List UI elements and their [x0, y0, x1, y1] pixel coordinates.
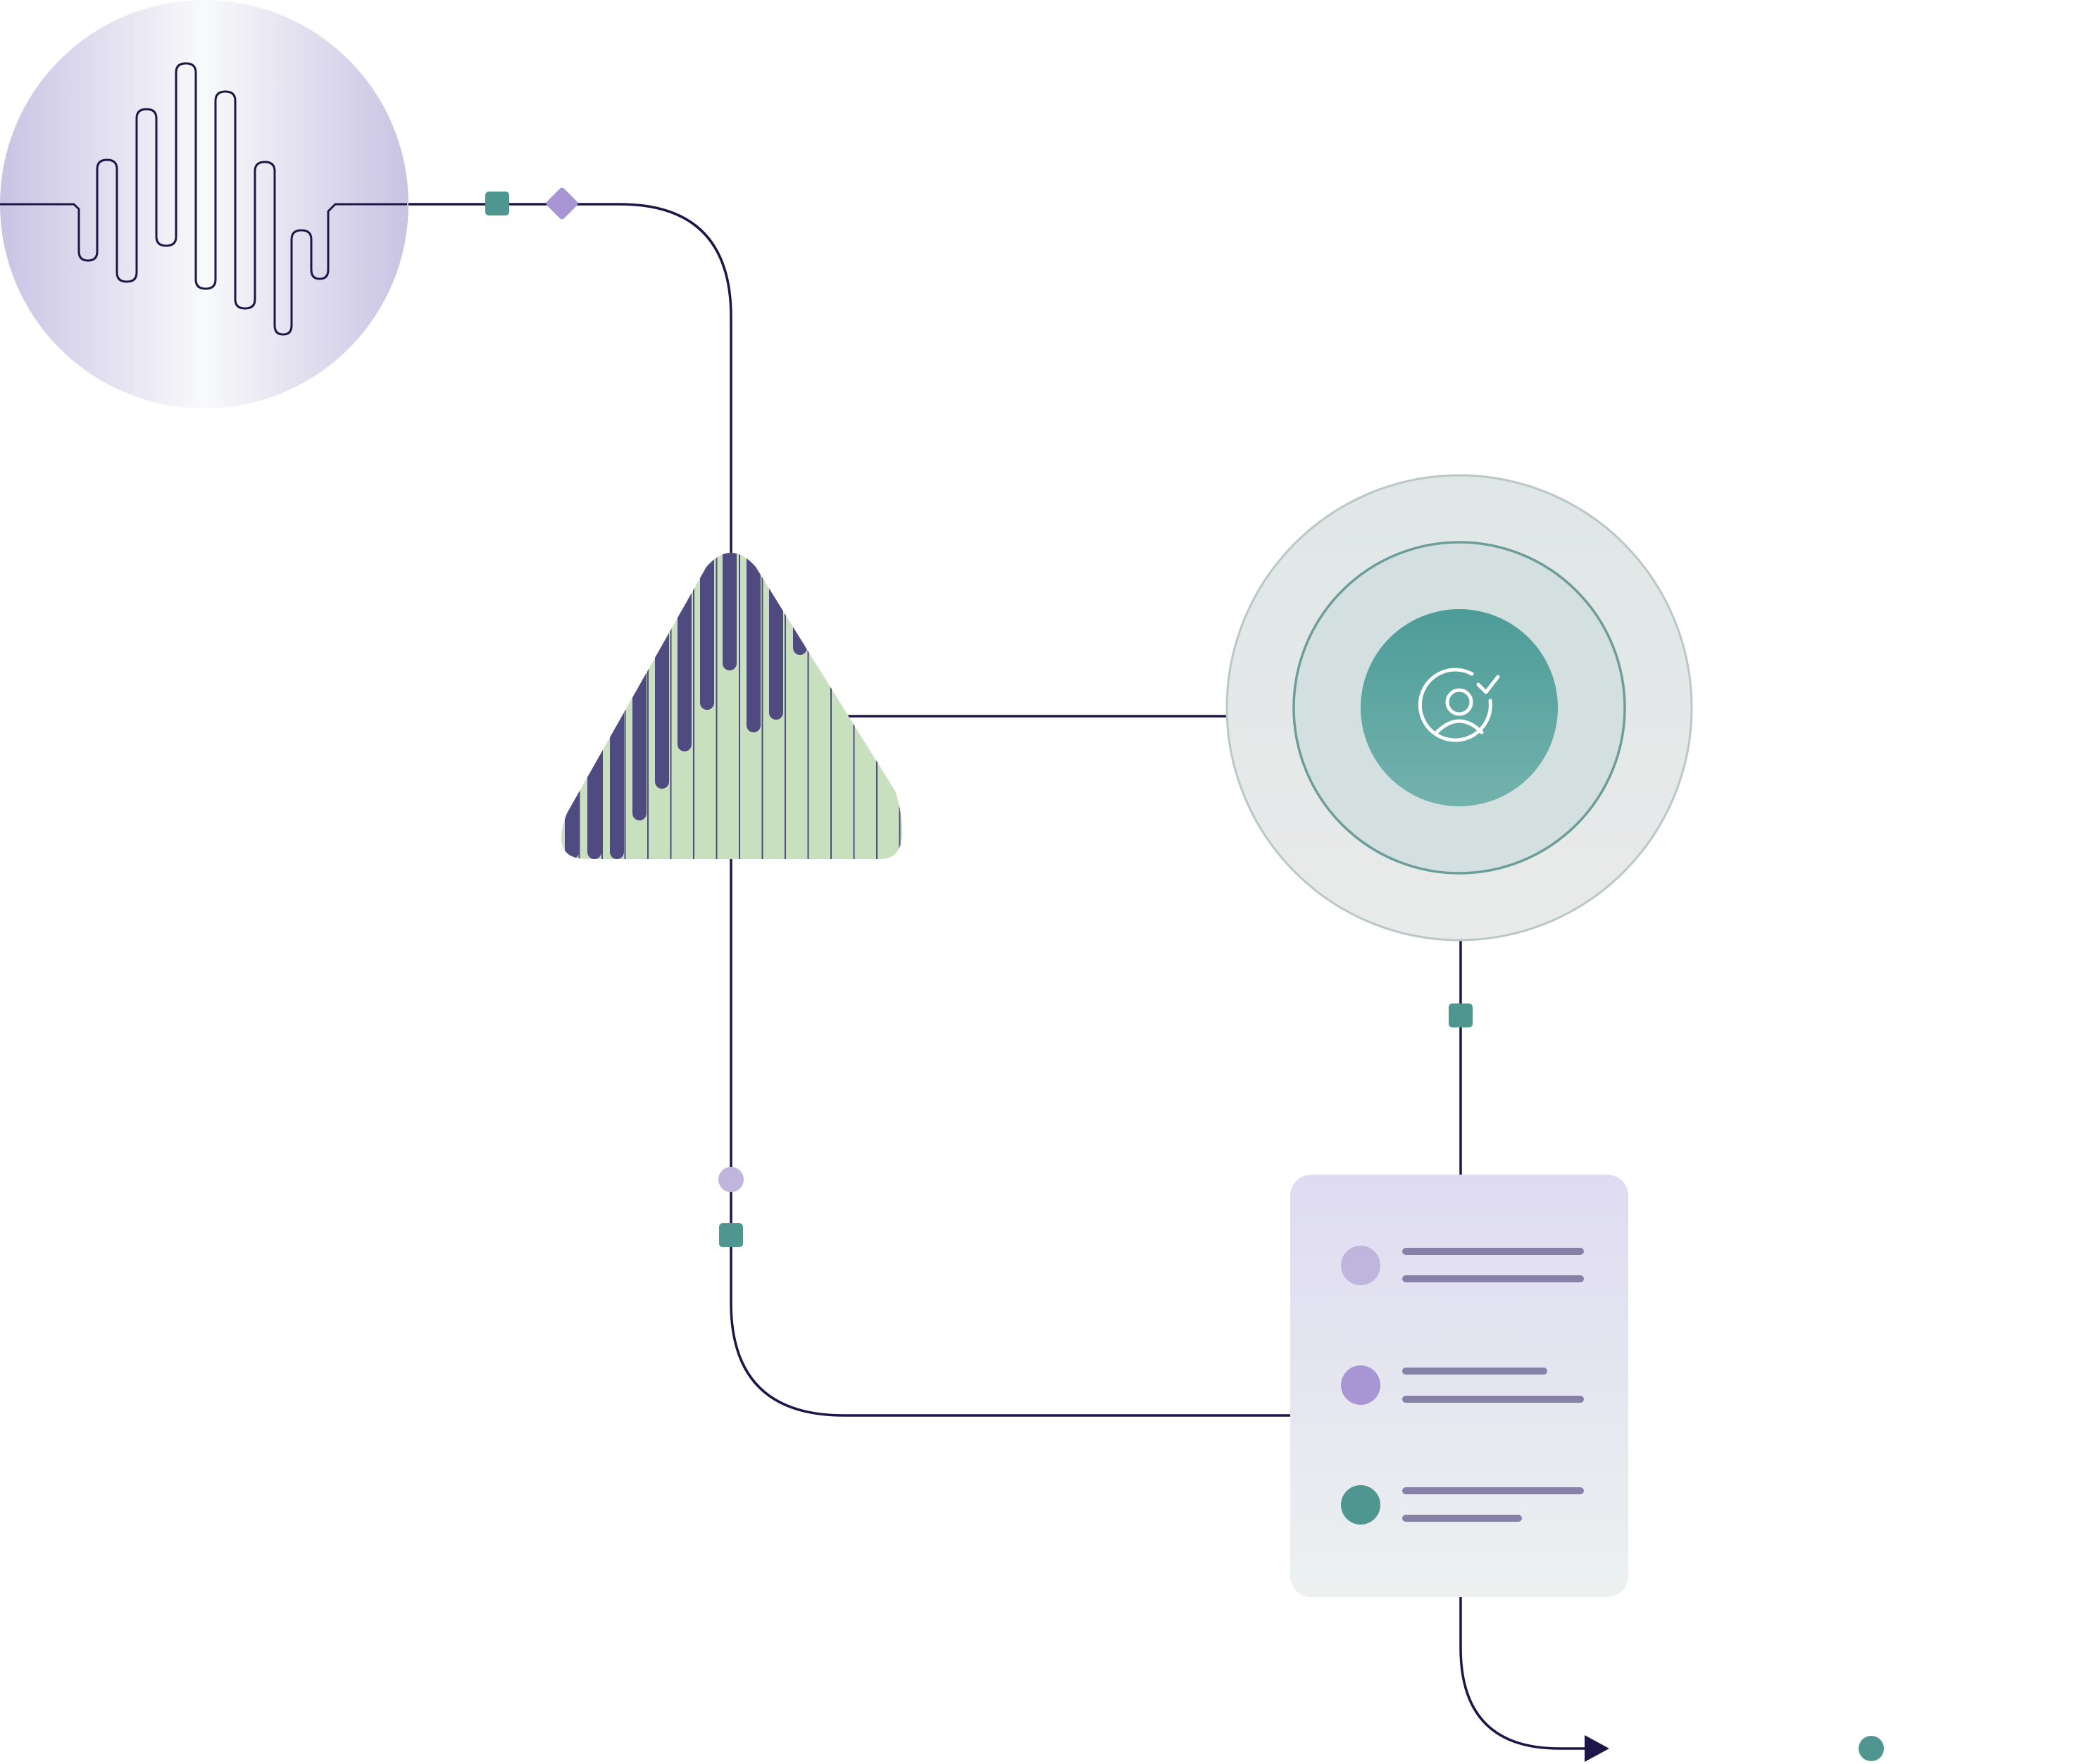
connector-triangle-to-card [730, 859, 1290, 1417]
stripe-bar [816, 553, 830, 609]
list-item-dot [1341, 1485, 1380, 1525]
connector-lines [407, 203, 1588, 1750]
list-card-items [1341, 1246, 1584, 1525]
list-item-dot [1341, 1246, 1380, 1285]
connector-wave-to-triangle [407, 203, 732, 556]
stripe-bar [565, 553, 579, 859]
arrow-head-icon [1585, 1735, 1609, 1762]
list-card [1290, 1175, 1628, 1597]
stripe-bar [838, 553, 852, 574]
stripe-bar [793, 553, 807, 655]
stripe-bar [655, 553, 669, 789]
marker-circle-2 [1859, 1736, 1884, 1761]
stripe-bar [723, 553, 737, 670]
stripe-bar [678, 553, 692, 751]
list-item-dot [1341, 1365, 1380, 1405]
striped-triangle [561, 553, 903, 859]
triangle-shape [561, 553, 903, 859]
waveform-node [0, 0, 408, 408]
user-check-icon [1418, 668, 1500, 742]
stripe-bar [769, 553, 783, 720]
stripe-bar [747, 553, 761, 732]
target-node [1225, 474, 1693, 942]
stripe-bar [700, 553, 714, 710]
waveform-icon [0, 62, 407, 336]
waveform-circle [0, 0, 408, 408]
marker-square-1 [485, 192, 509, 215]
stripe-bar [632, 553, 647, 820]
stripe-bar [610, 553, 624, 859]
marker-circle-1 [718, 1167, 744, 1192]
stripe-bar [587, 553, 601, 859]
target-inner-circle [1361, 609, 1558, 806]
marker-square-3 [719, 1223, 743, 1247]
marker-square-2 [1449, 1003, 1473, 1027]
list-card-background [1290, 1175, 1628, 1597]
stripe-bar [861, 553, 875, 560]
connector-card-to-output [1459, 1597, 1588, 1750]
marker-diamond [546, 187, 578, 220]
connector-markers [485, 187, 1884, 1762]
